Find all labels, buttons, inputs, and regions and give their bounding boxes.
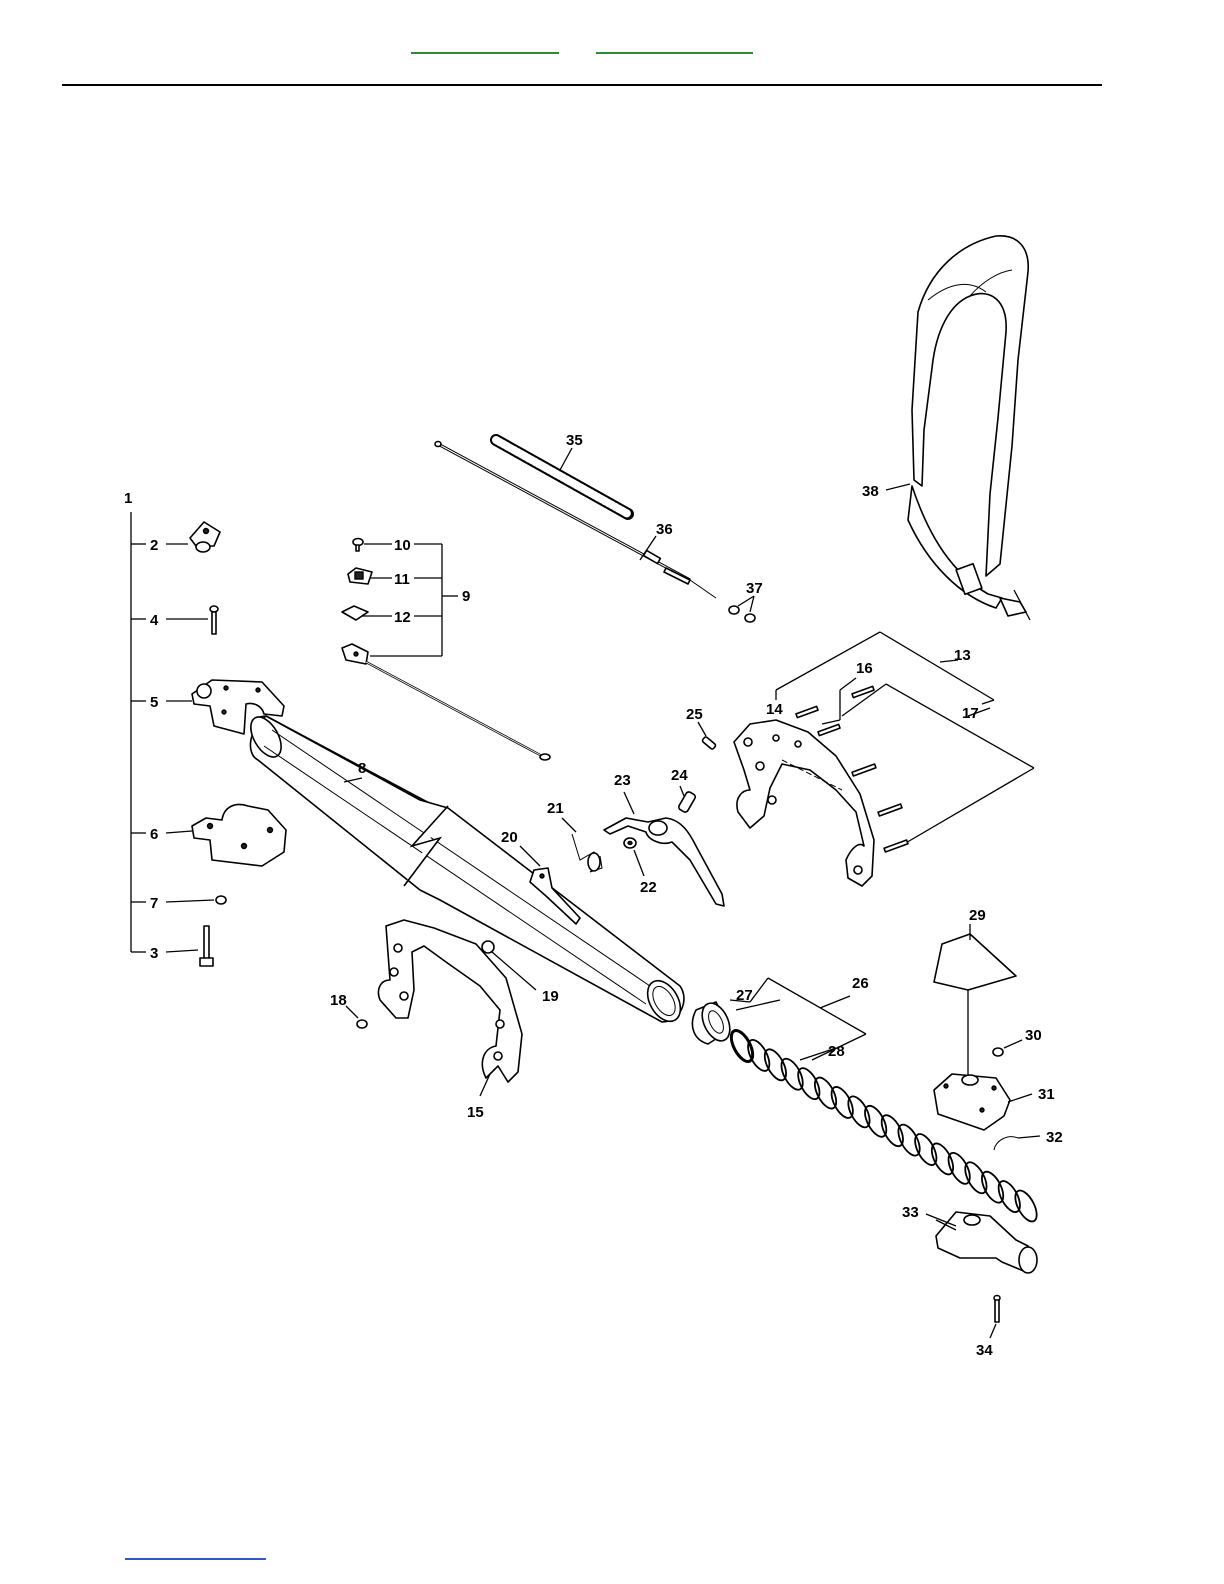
callout-3: 3 <box>150 945 158 962</box>
callout-36: 36 <box>656 521 673 538</box>
callout-9: 9 <box>462 588 470 605</box>
callout-2: 2 <box>150 537 158 554</box>
part-4-screw <box>210 606 218 634</box>
callout-24: 24 <box>671 767 688 784</box>
part-38-strap <box>886 236 1030 620</box>
assembly-9-bracket <box>360 544 458 656</box>
part-34-bolt <box>990 1296 1000 1339</box>
part-2-knob <box>190 522 220 552</box>
callout-labels: 1 2 3 4 5 6 7 8 9 10 11 12 13 14 15 16 1… <box>124 432 1063 1359</box>
callout-20: 20 <box>501 829 518 846</box>
callout-17: 17 <box>962 705 979 722</box>
part-14-handle-half <box>734 720 874 886</box>
part-32-clip <box>994 1136 1040 1150</box>
callout-19: 19 <box>542 988 559 1005</box>
callout-15: 15 <box>467 1104 484 1121</box>
part-18-nut <box>346 1006 367 1028</box>
callout-29: 29 <box>969 907 986 924</box>
part-28-spring-coil <box>727 1027 1041 1225</box>
part-8-shaft-tube <box>245 712 688 1027</box>
spring-coil-turn <box>1011 1187 1041 1225</box>
callout-8: 8 <box>358 760 366 777</box>
footer-link[interactable] <box>125 1552 266 1560</box>
callout-26: 26 <box>852 975 869 992</box>
callout-23: 23 <box>614 772 631 789</box>
part-25-pin <box>698 722 716 750</box>
callout-31: 31 <box>1038 1086 1055 1103</box>
callout-5: 5 <box>150 694 158 711</box>
part-21-spring <box>562 818 602 872</box>
part-31-housing <box>934 1074 1032 1130</box>
part-23-trigger <box>604 792 724 906</box>
callout-35: 35 <box>566 432 583 449</box>
part-10-screw <box>353 539 363 552</box>
part-24-sleeve <box>678 786 697 813</box>
callout-25: 25 <box>686 706 703 723</box>
callout-6: 6 <box>150 826 158 843</box>
part-33-shaft-housing <box>926 1212 1037 1273</box>
leader-lines <box>560 448 970 1230</box>
callout-13: 13 <box>954 647 971 664</box>
callout-22: 22 <box>640 879 657 896</box>
part-29-label <box>934 934 1016 1082</box>
part-12-plate <box>342 606 368 620</box>
callout-14: 14 <box>766 701 783 718</box>
part-15-handle-half <box>378 920 522 1096</box>
callout-34: 34 <box>976 1342 993 1359</box>
throttle-cable <box>342 644 550 760</box>
part-3-bolt <box>200 926 213 966</box>
part-7-nut <box>216 896 226 904</box>
callout-21: 21 <box>547 800 564 817</box>
callout-7: 7 <box>150 895 158 912</box>
callout-38: 38 <box>862 483 879 500</box>
assembly-1-bracket <box>131 512 214 952</box>
callout-16: 16 <box>856 660 873 677</box>
callout-4: 4 <box>150 612 159 629</box>
callout-33: 33 <box>902 1204 919 1221</box>
callout-11: 11 <box>394 571 410 588</box>
callout-37: 37 <box>746 580 763 597</box>
callout-1: 1 <box>124 490 132 507</box>
part-37-nuts <box>729 596 755 622</box>
callout-12: 12 <box>394 609 411 626</box>
part-22-washer <box>624 838 644 876</box>
callout-10: 10 <box>394 537 411 554</box>
part-6-lower-clamp <box>192 805 286 866</box>
callout-30: 30 <box>1025 1027 1042 1044</box>
callout-27: 27 <box>736 987 753 1004</box>
callout-28: 28 <box>828 1043 845 1060</box>
part-35-spring <box>496 440 628 514</box>
part-16-screws <box>796 686 874 735</box>
part-30-nut <box>993 1040 1022 1056</box>
part-11-clip <box>348 568 372 584</box>
part-36-cable <box>435 442 716 599</box>
callout-32: 32 <box>1046 1129 1063 1146</box>
callout-18: 18 <box>330 992 347 1009</box>
part-27-bushing <box>692 999 735 1045</box>
